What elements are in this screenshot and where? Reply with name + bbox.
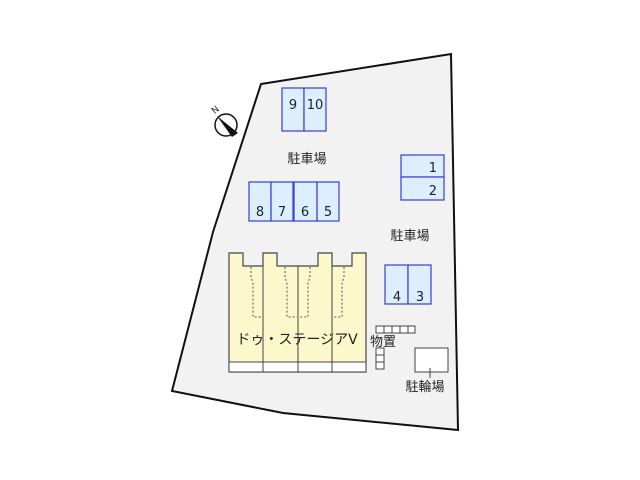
parking-group-1-2: 1 2	[400, 154, 445, 201]
parking-label-east: 駐車場	[390, 229, 429, 244]
bicycle-parking-label: 駐輪場	[405, 379, 444, 395]
parking-group-3-4: 4 3	[384, 264, 432, 305]
parking-slot-10: 10	[307, 98, 324, 113]
parking-slot-1: 1	[429, 161, 437, 176]
parking-label-north: 駐車場	[287, 152, 326, 167]
parking-slot-3: 3	[416, 290, 424, 305]
parking-slot-7: 7	[278, 205, 286, 220]
parking-slot-9: 9	[289, 98, 297, 113]
apartment-building: ドゥ・ステージアV	[228, 252, 367, 373]
parking-group-5-8: 8 7 6 5	[248, 181, 340, 222]
storage-label: 物置	[370, 335, 396, 350]
storage-shed: 物置	[370, 325, 416, 370]
parking-slot-8: 8	[256, 205, 264, 220]
parking-slot-5: 5	[324, 205, 332, 220]
compass-north-label: N	[210, 105, 222, 117]
parking-slot-2: 2	[429, 184, 437, 199]
parking-slot-6: 6	[301, 205, 309, 220]
north-compass-icon: N	[210, 105, 238, 137]
bicycle-parking: 駐輪場	[405, 347, 449, 395]
building-name: ドゥ・ステージアV	[236, 332, 358, 348]
parking-slot-4: 4	[393, 290, 401, 305]
parking-group-9-10: 9 10	[281, 87, 327, 132]
